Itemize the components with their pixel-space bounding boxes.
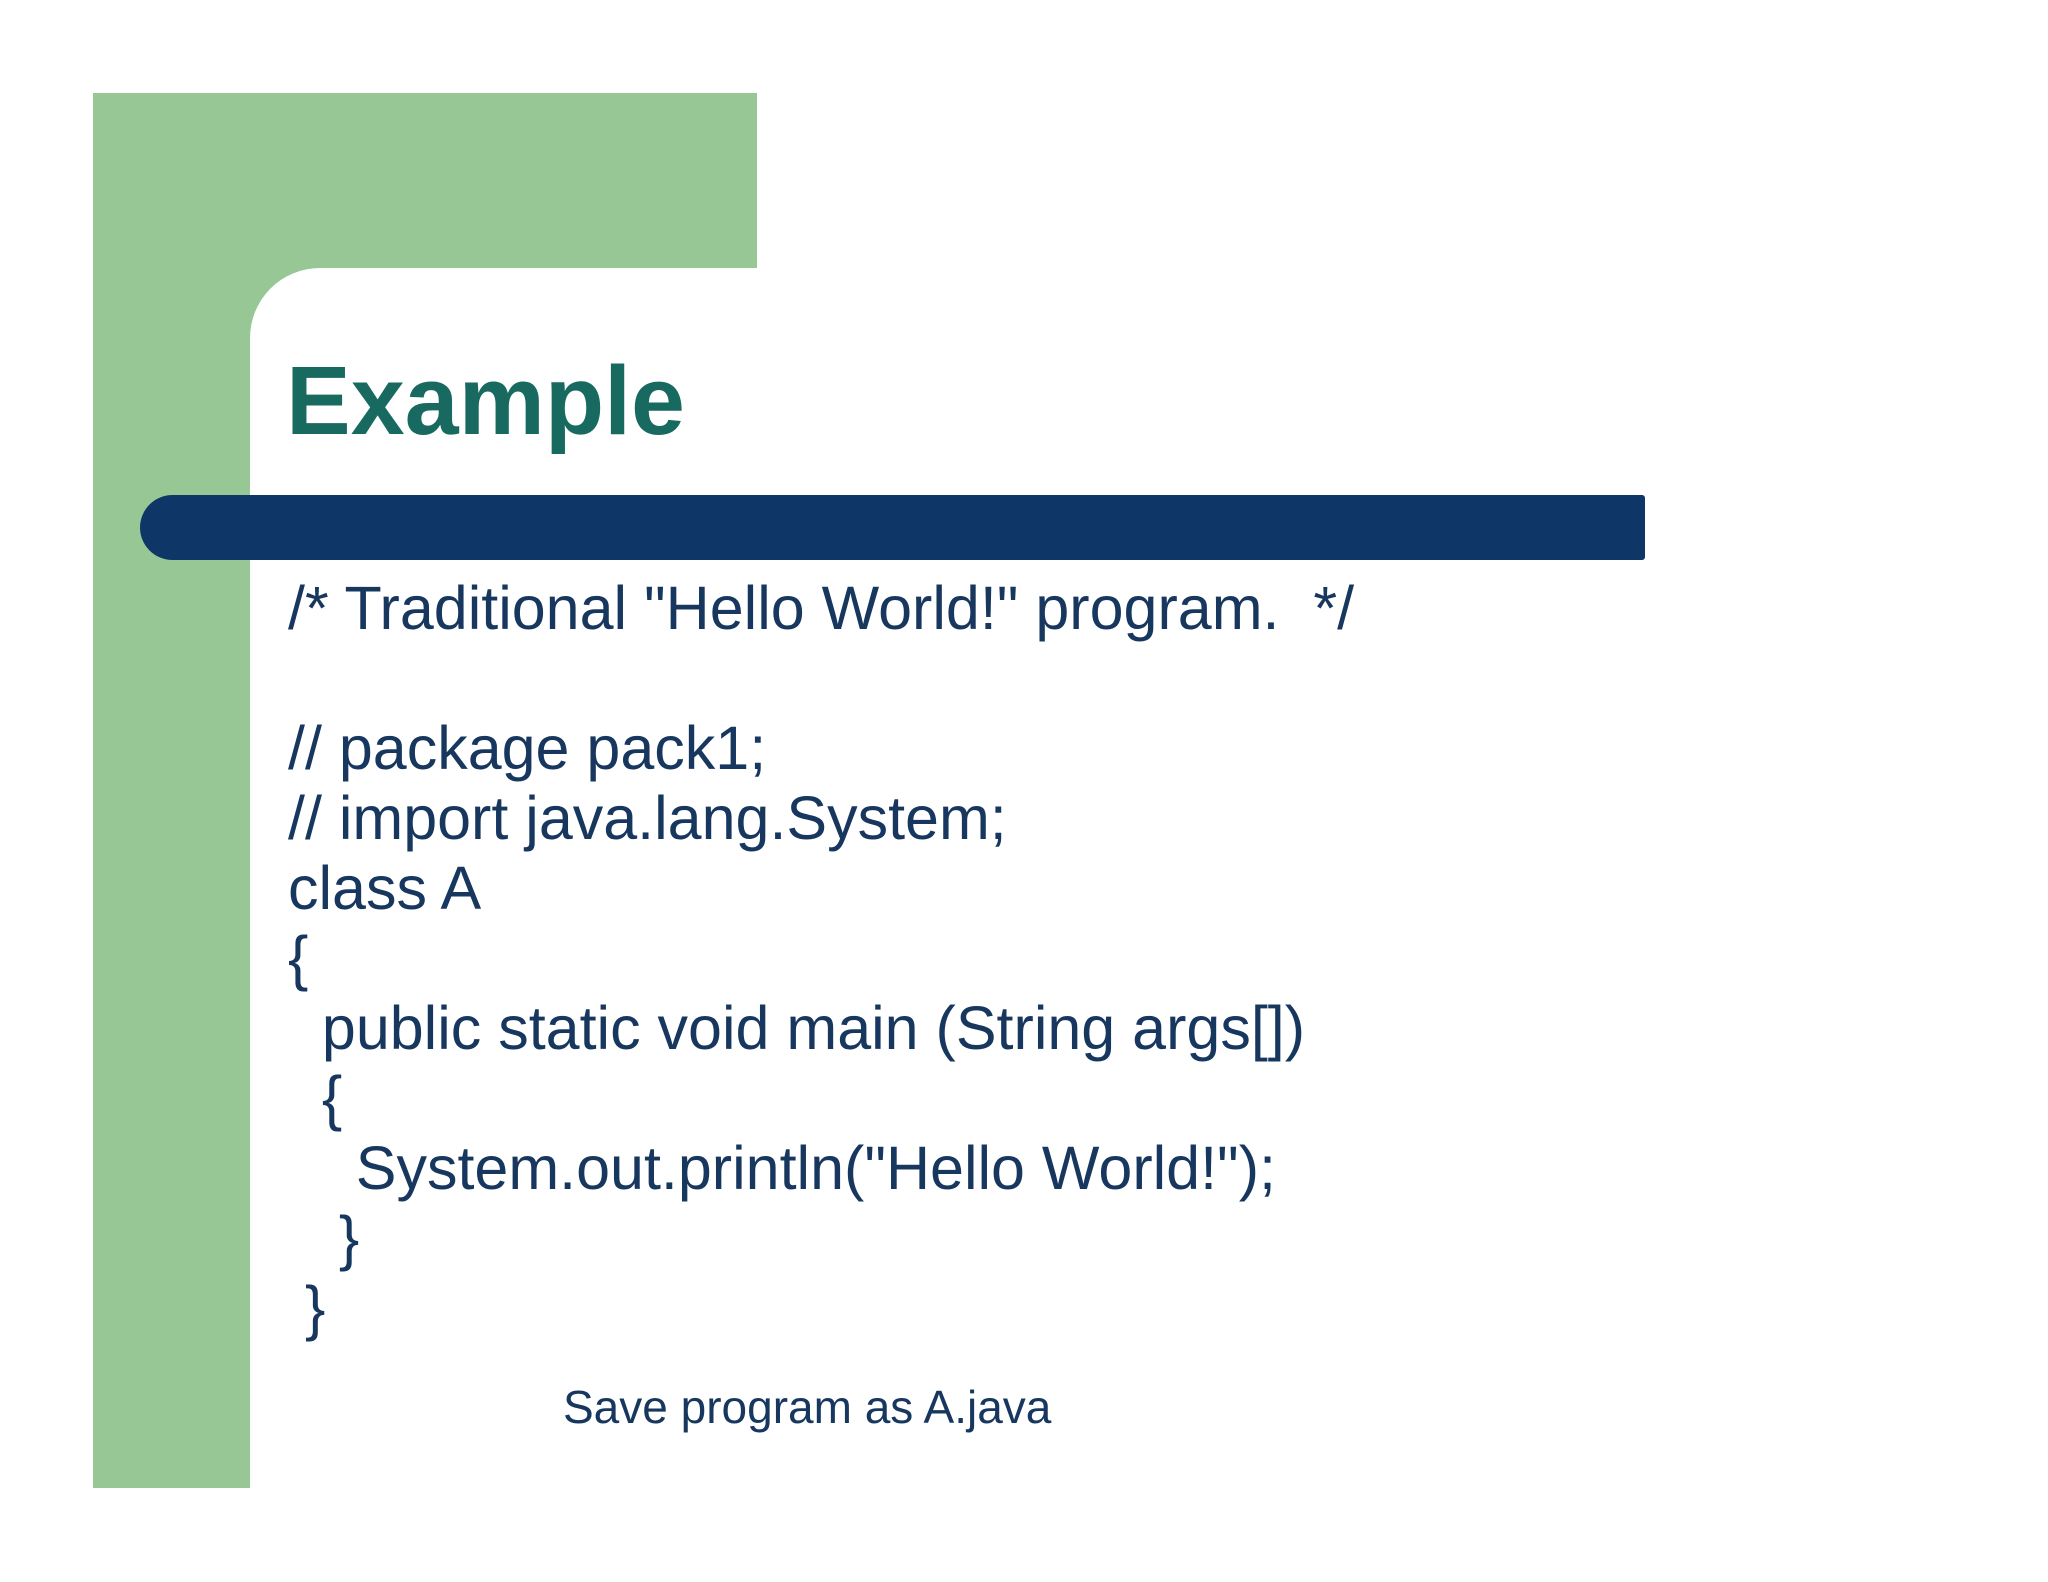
save-instruction: Save program as A.java: [563, 1381, 1052, 1433]
content-card: [250, 268, 2048, 1582]
java-code-block: /* Traditional "Hello World!" program. *…: [288, 574, 1355, 1342]
page-title: Example: [286, 346, 685, 455]
title-underline-bar: [140, 495, 1645, 560]
